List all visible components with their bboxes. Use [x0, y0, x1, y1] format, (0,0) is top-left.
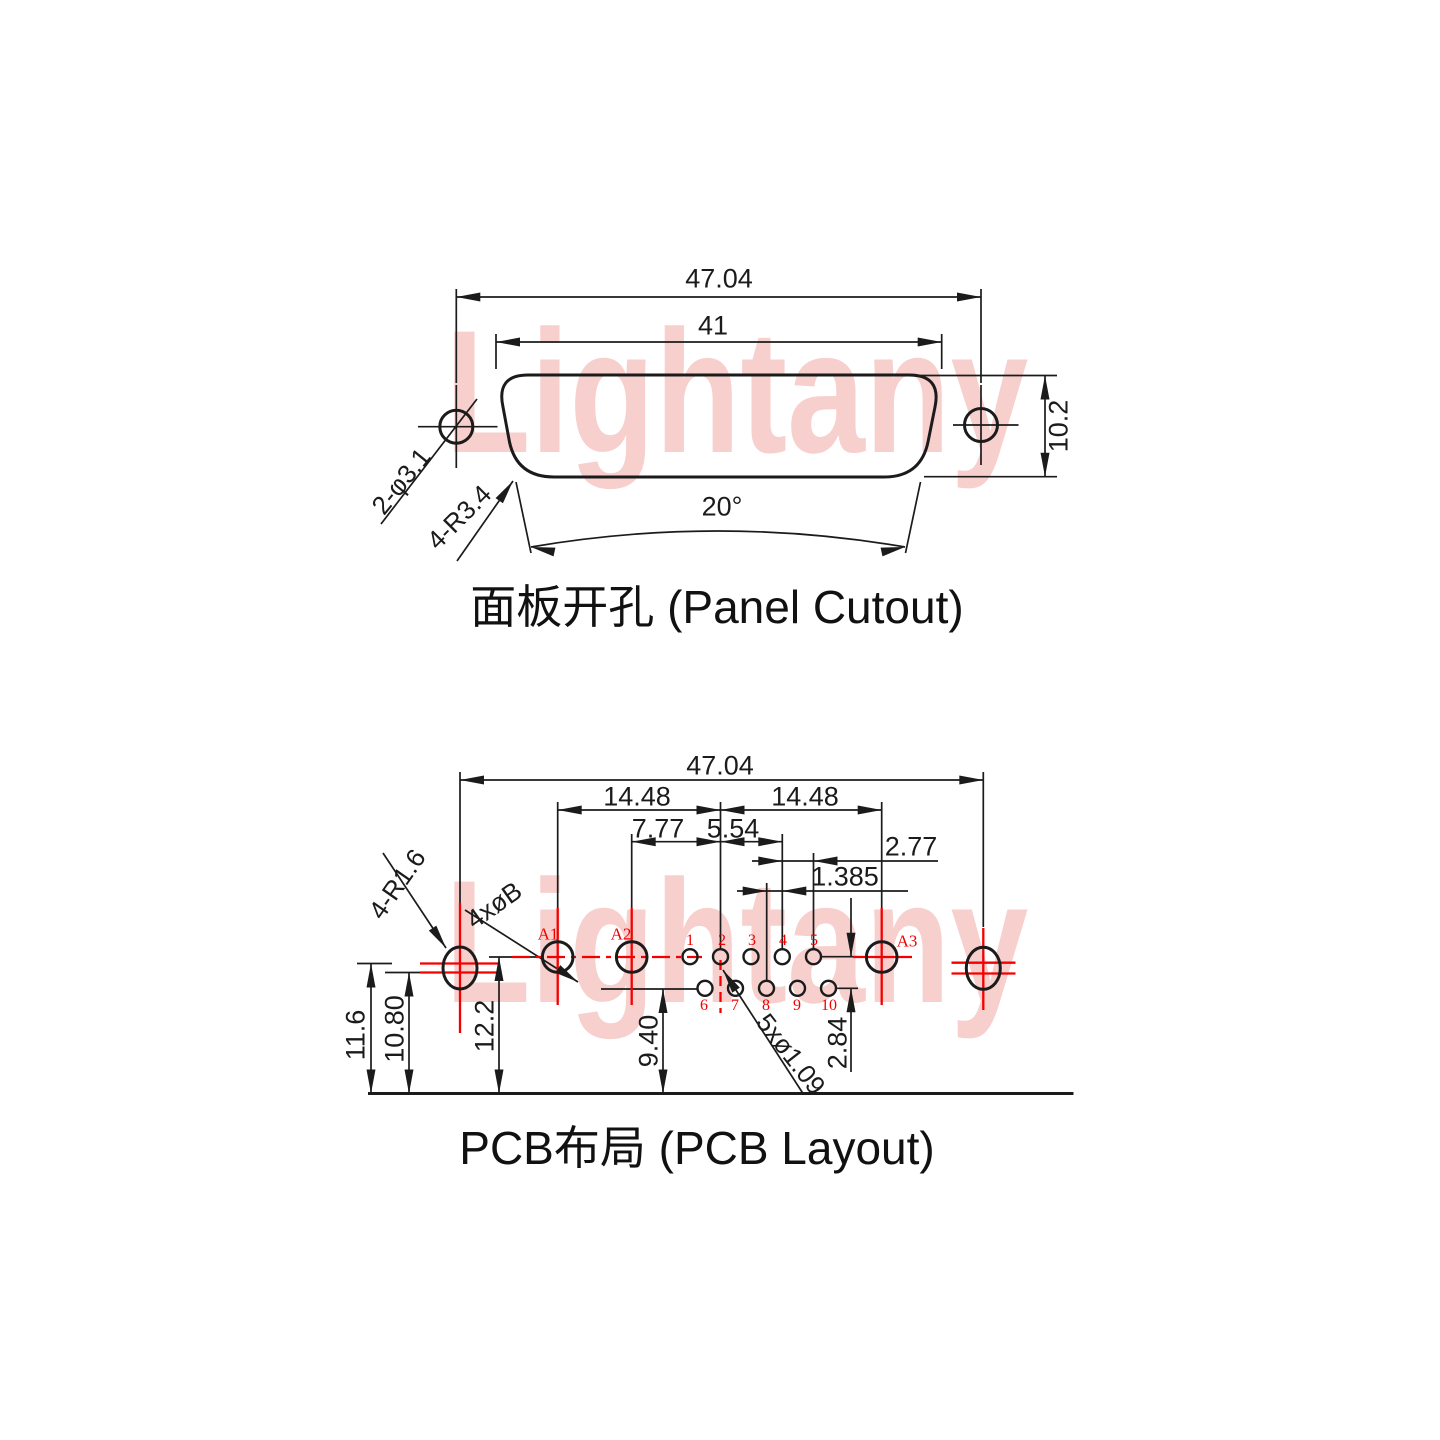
dim-pcb-hole-height-lower: 10.80	[379, 995, 410, 1063]
pin-number-1: 1	[686, 932, 694, 949]
label-pad-a2: A2	[610, 924, 632, 944]
dim-pcb-row-spacing: 2.84	[822, 1016, 853, 1070]
pin-number-4: 4	[779, 932, 787, 949]
panel-cutout-title: 面板开孔 (Panel Cutout)	[470, 581, 964, 633]
watermark-top: Lightany	[445, 295, 1029, 490]
pcb-mount-hole-left	[441, 945, 479, 991]
dim-panel-inner-width: 41	[697, 310, 729, 341]
dim-panel-outer-width: 47.04	[685, 263, 753, 294]
pcb-pins	[681, 948, 838, 997]
pin-number-2: 2	[718, 932, 726, 949]
dim-pcb-pin4-offset: 5.54	[706, 813, 760, 844]
panel-cutout-view	[380, 289, 1057, 562]
pcb-layout-title: PCB布局 (PCB Layout)	[459, 1122, 935, 1174]
dim-pcb-left-span: 14.48	[603, 781, 671, 812]
pcb-mount-hole-right	[964, 945, 1002, 991]
pin-number-6: 6	[700, 997, 708, 1014]
pad-a2	[614, 940, 649, 974]
panel-mount-hole-left	[438, 408, 475, 445]
dim-pcb-outer-width: 47.04	[686, 750, 754, 781]
dim-pcb-right-span: 14.48	[771, 781, 839, 812]
dim-panel-side-angle: 20°	[701, 491, 743, 522]
pin-number-9: 9	[793, 997, 801, 1014]
dim-panel-height: 10.2	[1043, 399, 1074, 453]
panel-cutout-shape	[438, 373, 999, 479]
pin-number-3: 3	[748, 932, 756, 949]
pin-number-10: 10	[821, 997, 837, 1014]
dim-pcb-hole-height-upper: 11.6	[340, 1009, 371, 1061]
dim-pcb-main-row-height: 12.2	[469, 999, 500, 1053]
dim-pcb-row-offset: 1.385	[811, 861, 879, 892]
dim-pcb-a2-offset: 7.77	[631, 813, 685, 844]
label-pad-a3: A3	[896, 931, 918, 951]
pin-number-8: 8	[762, 997, 770, 1014]
dim-pcb-pin-row-height: 9.40	[633, 1014, 664, 1068]
pin-number-7: 7	[731, 997, 739, 1014]
dim-pcb-pin-pitch: 2.77	[884, 831, 938, 862]
pin-number-5: 5	[810, 932, 818, 949]
watermark-bottom: Lightany	[445, 845, 1029, 1040]
label-pad-a1: A1	[537, 924, 559, 944]
pad-a3	[864, 940, 899, 974]
panel-mount-hole-right	[963, 407, 999, 443]
pcb-layout-view	[357, 772, 1074, 1095]
centerlines	[420, 903, 1016, 1033]
